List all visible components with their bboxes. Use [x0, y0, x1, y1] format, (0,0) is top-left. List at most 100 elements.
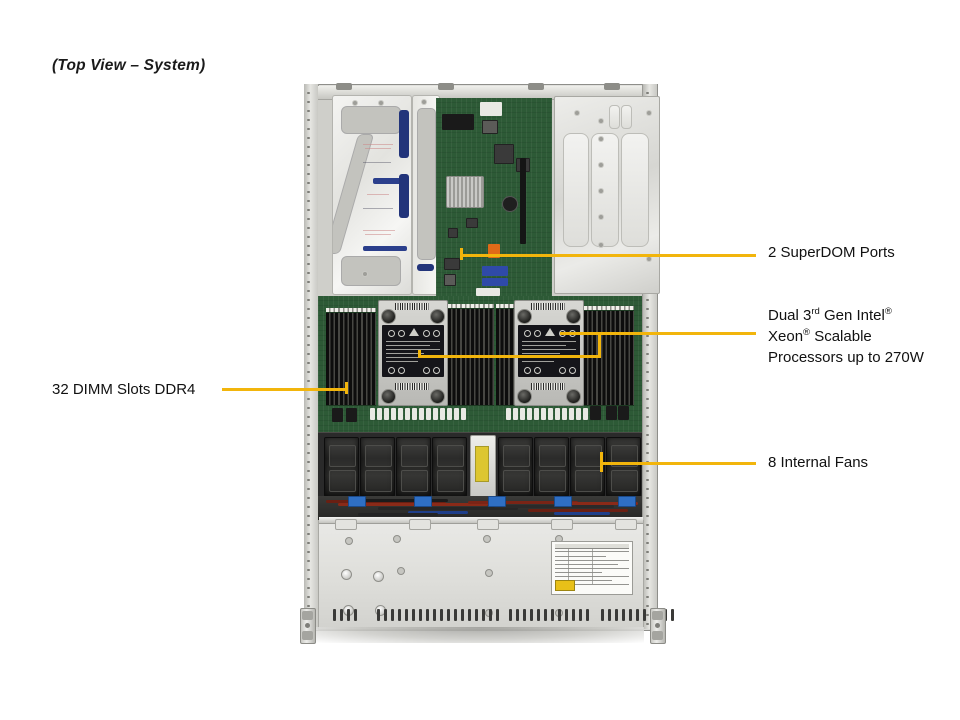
vent-slot	[391, 609, 394, 621]
leader-line-cpu-branch-left	[418, 355, 601, 358]
vent-slot	[608, 609, 611, 621]
chassis-perforation	[307, 164, 310, 166]
cable-clip	[414, 496, 432, 507]
internal-wire	[568, 502, 638, 505]
chassis-perforation	[307, 110, 310, 112]
callout-cpu-line2: Xeon® Scalable	[768, 326, 924, 347]
fan-module	[498, 437, 533, 497]
vent-slot	[354, 609, 357, 621]
chassis-perforation	[307, 182, 310, 184]
vent-slot	[572, 609, 575, 621]
figure-caption: (Top View – System)	[52, 57, 206, 74]
chassis-perforation	[646, 587, 649, 589]
chassis-perforation	[646, 380, 649, 382]
leader-tick-fans	[600, 452, 603, 472]
chassis-perforation	[307, 92, 310, 94]
front-drive-bay-cover	[318, 517, 674, 630]
chassis-perforation	[646, 308, 649, 310]
power-header	[412, 408, 417, 420]
chassis-perforation	[307, 146, 310, 148]
internal-wire	[358, 513, 438, 516]
vent-slot	[586, 609, 589, 621]
leader-line-cpu-branch-right	[560, 332, 600, 335]
motherboard-cpu-memory-section	[318, 296, 642, 432]
vent-slot	[544, 609, 547, 621]
vent-slot	[405, 609, 408, 621]
internal-wire	[408, 511, 468, 514]
chassis-perforation	[307, 596, 310, 598]
callout-superdom-text: 2 SuperDOM Ports	[768, 244, 895, 261]
chassis-perforation	[646, 434, 649, 436]
power-header	[513, 408, 518, 420]
power-connector	[332, 408, 343, 422]
rear-interior-zone	[318, 83, 660, 298]
vent-slot	[636, 609, 639, 621]
chassis-perforation	[307, 569, 310, 571]
vent-slot	[601, 609, 604, 621]
vent-slot	[489, 609, 492, 621]
vent-slot	[482, 609, 485, 621]
vent-slot	[440, 609, 443, 621]
chassis-perforation	[307, 524, 310, 526]
callout-dimm-slots: 32 DIMM Slots DDR4	[52, 380, 195, 400]
chassis-perforation	[646, 443, 649, 445]
vent-slot	[509, 609, 512, 621]
power-header	[541, 408, 546, 420]
callout-fans-text: 8 Internal Fans	[768, 454, 869, 471]
chassis-perforation	[307, 407, 310, 409]
chassis-perforation	[307, 263, 310, 265]
chassis-perforation	[646, 299, 649, 301]
internal-fan-row	[318, 432, 642, 499]
cpu-line1-post: Gen Intel	[819, 307, 885, 324]
callout-internal-fans: 8 Internal Fans	[768, 453, 868, 473]
internal-wire	[468, 501, 578, 504]
chassis-underside-shadow	[316, 627, 644, 643]
server-chassis-top-view	[300, 83, 674, 644]
leader-line-dimm	[222, 388, 348, 391]
chassis-perforation	[307, 353, 310, 355]
chassis-perforation	[307, 281, 310, 283]
fan-module	[534, 437, 569, 497]
chassis-perforation	[307, 452, 310, 454]
chassis-perforation	[646, 92, 649, 94]
leader-line-cpu-main	[598, 332, 756, 335]
power-header	[534, 408, 539, 420]
chassis-perforation	[646, 506, 649, 508]
chassis-perforation	[307, 128, 310, 130]
chassis-perforation	[307, 533, 310, 535]
power-header	[527, 408, 532, 420]
chassis-perforation	[307, 443, 310, 445]
vent-slot	[347, 609, 350, 621]
power-header	[440, 408, 445, 420]
leader-tick-cpu-left	[418, 350, 421, 358]
vent-slot	[615, 609, 618, 621]
power-connector	[606, 406, 617, 420]
chassis-perforation	[646, 353, 649, 355]
vent-slot	[377, 609, 380, 621]
power-header	[384, 408, 389, 420]
chassis-perforation	[307, 317, 310, 319]
power-header	[447, 408, 452, 420]
pcie-riser-cage-left	[332, 95, 412, 295]
chassis-perforation	[646, 389, 649, 391]
chassis-perforation	[307, 326, 310, 328]
motherboard-rear-section	[436, 98, 552, 298]
chassis-perforation	[646, 605, 649, 607]
chassis-perforation	[307, 497, 310, 499]
chassis-perforation	[307, 191, 310, 193]
chassis-perforation	[646, 524, 649, 526]
chassis-perforation	[646, 425, 649, 427]
vent-slot	[433, 609, 436, 621]
chassis-perforation	[646, 497, 649, 499]
power-header	[433, 408, 438, 420]
chassis-perforation	[307, 542, 310, 544]
cpu-line2-post: Scalable	[810, 328, 872, 345]
vent-slot	[496, 609, 499, 621]
chassis-perforation	[307, 236, 310, 238]
fan-module	[432, 437, 467, 497]
vent-slot	[461, 609, 464, 621]
cpu-line2-pre: Xeon	[768, 328, 804, 345]
internal-wire	[528, 509, 628, 512]
pcie-riser-cage-mid	[412, 95, 440, 295]
power-connector	[590, 406, 601, 420]
